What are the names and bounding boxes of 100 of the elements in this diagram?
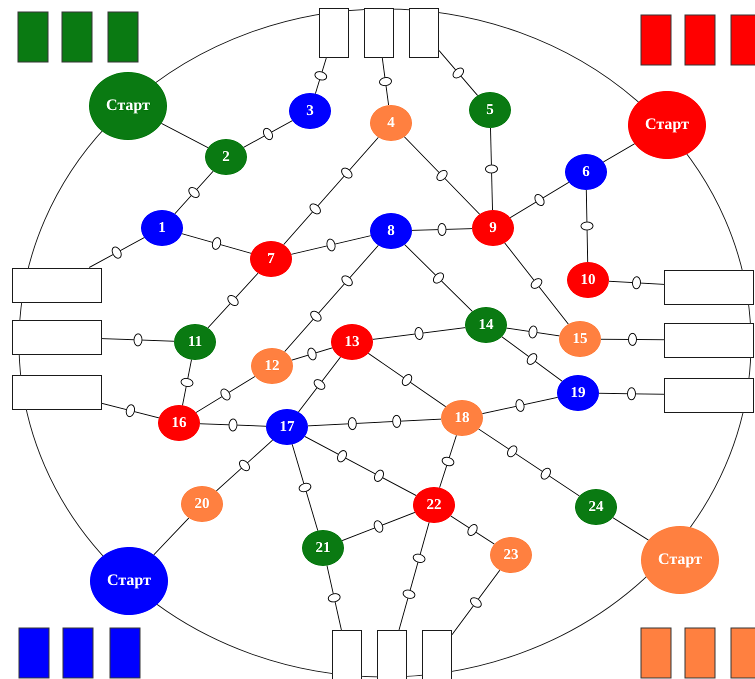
board-space	[441, 400, 483, 436]
space-label: 10	[580, 272, 596, 288]
board-space	[141, 210, 183, 246]
path-line	[598, 392, 664, 395]
path-line	[208, 272, 258, 328]
space-label: 8	[387, 222, 395, 240]
board-space	[413, 487, 455, 523]
path-line	[372, 327, 466, 340]
path-line	[174, 170, 214, 214]
path-line	[284, 244, 379, 352]
path-line	[283, 136, 379, 246]
path-line	[612, 517, 649, 541]
path-line	[404, 244, 473, 312]
board-space	[575, 489, 617, 525]
space-label: 9	[489, 220, 497, 236]
path-line	[88, 237, 145, 268]
board-space	[465, 307, 507, 343]
space-label: 13	[344, 334, 360, 350]
space-box	[319, 8, 349, 58]
space-box	[664, 322, 754, 358]
board-space	[469, 92, 511, 128]
path-line	[398, 522, 430, 630]
path-line	[290, 235, 372, 255]
board-space	[472, 210, 514, 246]
path-line	[438, 50, 478, 96]
space-label: 4	[387, 114, 395, 132]
space-box	[364, 8, 394, 58]
space-box	[664, 270, 754, 304]
path-line	[602, 143, 635, 162]
space-label: Старт	[645, 116, 689, 134]
board-space	[289, 93, 331, 129]
space-label: 15	[572, 330, 588, 348]
path-line	[182, 359, 192, 406]
board-space	[565, 154, 607, 190]
space-label: 19	[570, 384, 586, 402]
path-line	[200, 423, 266, 427]
space-label: 3	[306, 102, 314, 120]
space-label: 14	[478, 316, 494, 334]
board-space	[181, 486, 223, 522]
path-line	[153, 518, 190, 556]
space-box	[12, 374, 102, 410]
space-label: 6	[582, 164, 590, 180]
space-label: 20	[194, 496, 210, 512]
path-line	[412, 228, 472, 231]
space-label: 1	[158, 220, 166, 236]
path-line	[304, 436, 417, 496]
board-space	[250, 241, 292, 277]
space-box	[664, 378, 754, 412]
space-label: 23	[504, 546, 518, 564]
path-line	[314, 58, 327, 94]
space-box	[12, 268, 102, 302]
board-space	[158, 405, 200, 441]
path-line	[161, 122, 208, 148]
space-box	[377, 630, 407, 679]
path-line	[368, 352, 446, 408]
path-line	[292, 444, 318, 532]
path-line	[586, 190, 588, 262]
path-line	[196, 376, 256, 413]
space-label: 11	[188, 334, 202, 350]
space-label: Старт	[658, 551, 702, 569]
space-box	[332, 630, 362, 679]
board-space	[559, 321, 601, 357]
path-line	[298, 356, 341, 412]
board-space	[205, 139, 247, 175]
board-space	[370, 105, 412, 141]
path-line	[102, 402, 160, 418]
space-label: 24	[588, 498, 604, 516]
path-line	[102, 338, 174, 342]
space-label: 5	[486, 102, 494, 118]
board-space	[370, 213, 412, 249]
path-line	[404, 136, 480, 215]
path-line	[608, 280, 664, 285]
path-line	[504, 242, 569, 325]
space-label: 22	[426, 496, 442, 514]
path-line	[452, 570, 500, 636]
board-space	[251, 348, 293, 384]
space-box	[12, 320, 102, 354]
space-label: 18	[454, 410, 470, 426]
path-line	[600, 338, 664, 340]
path-line	[181, 233, 252, 254]
space-label: 17	[280, 418, 294, 436]
path-line	[216, 440, 274, 492]
space-label: Старт	[107, 572, 151, 590]
path-line	[501, 336, 563, 382]
path-line	[506, 328, 560, 336]
space-label: 21	[316, 540, 330, 556]
path-line	[478, 428, 580, 496]
board-space	[302, 530, 344, 566]
path-line	[382, 58, 390, 106]
path-line	[439, 434, 457, 488]
space-label: 16	[172, 414, 186, 432]
space-box	[422, 630, 452, 679]
path-line	[326, 565, 342, 630]
board-space	[331, 324, 373, 360]
path-line	[243, 120, 293, 148]
space-label: 12	[264, 358, 280, 374]
path-line	[308, 418, 442, 426]
board-space	[557, 375, 599, 411]
board-space	[490, 537, 532, 573]
space-label: Старт	[106, 97, 150, 115]
